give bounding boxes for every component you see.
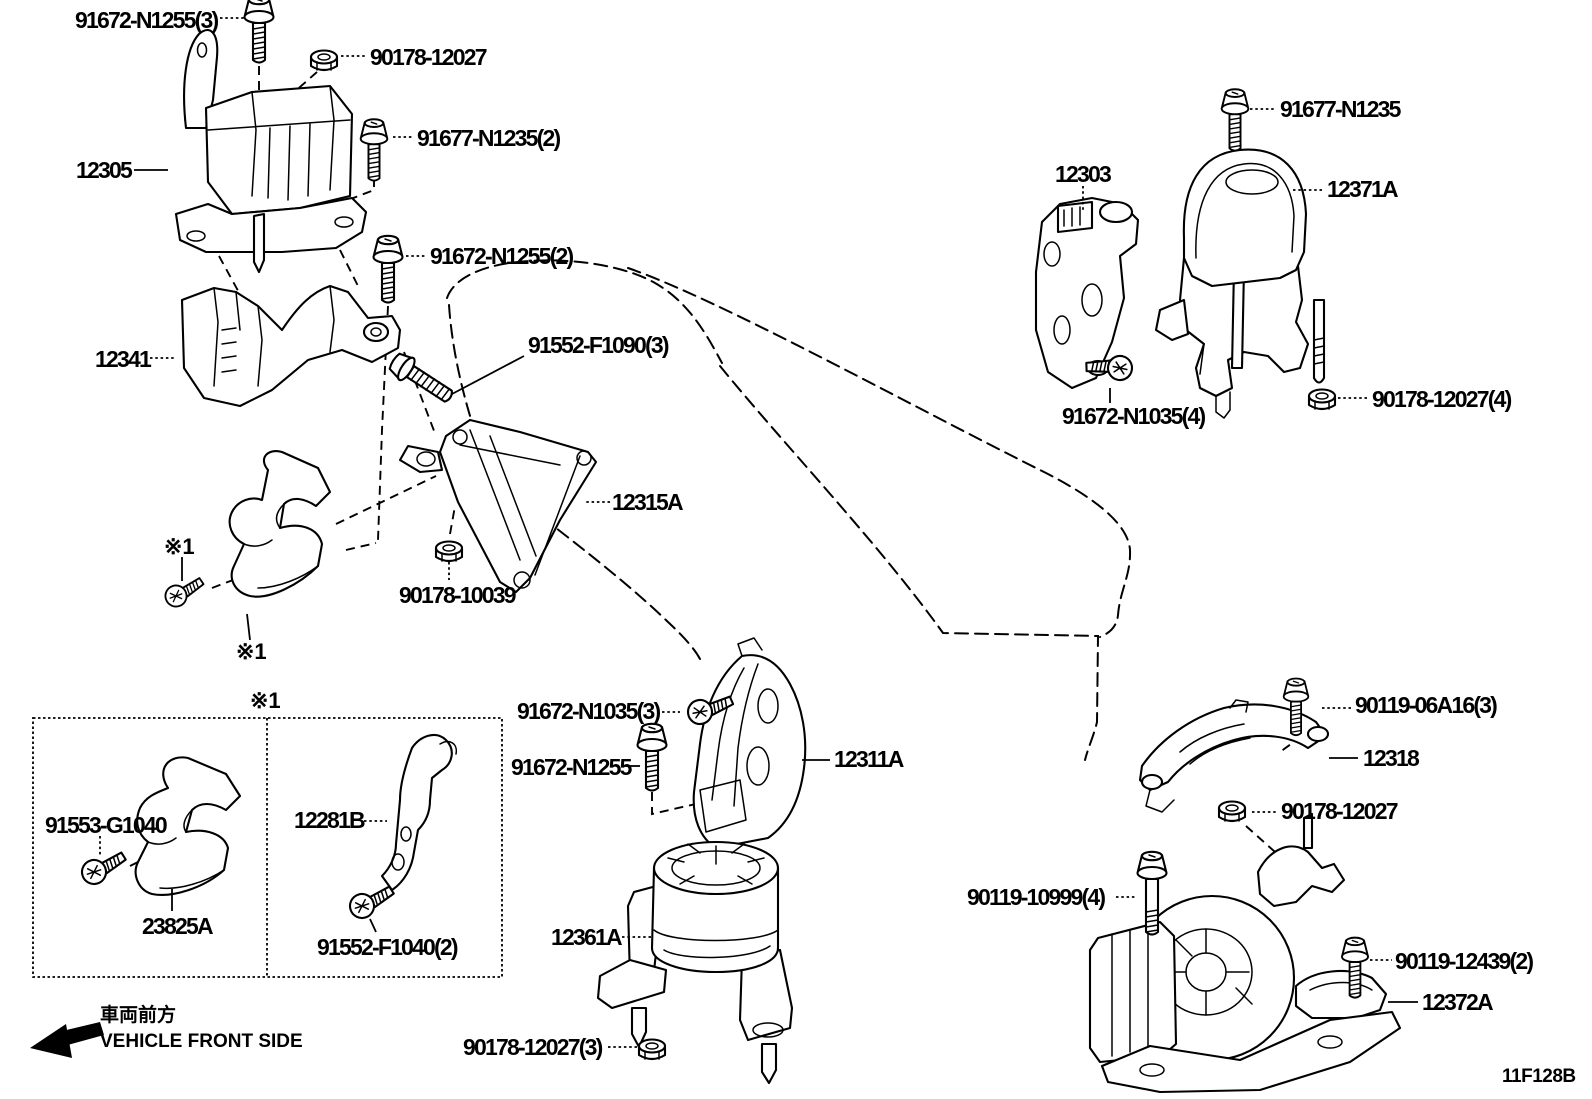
callout-91672-N1255-3: 91672-N1255(3) <box>75 7 219 33</box>
screw-icon <box>77 849 132 889</box>
part-drawing-12371A <box>1154 148 1326 419</box>
callout-91553-G1040: 91553-G1040 <box>45 812 168 838</box>
callout-91672-N1035-3: 91672-N1035(3) <box>517 698 661 724</box>
part-drawing-12341 <box>180 284 402 408</box>
callout-12341: 12341 <box>95 346 152 372</box>
callout-12318: 12318 <box>1363 745 1420 771</box>
callout-91552-F1040-2: 91552-F1040(2) <box>317 934 459 960</box>
bolt-icon <box>372 234 404 304</box>
nut-icon <box>637 1038 667 1061</box>
leader-lines <box>99 17 1418 1048</box>
vehicle-front-label-jp: 車両前方 <box>100 1005 177 1026</box>
part-drawing-12281B <box>380 733 458 892</box>
vehicle-front-label-en: VEHICLE FRONT SIDE <box>100 1031 303 1052</box>
nut-icon <box>1217 800 1247 823</box>
bolt-icon <box>1220 88 1250 152</box>
callout-12303: 12303 <box>1055 161 1112 187</box>
callout-90178-12027-top: 90178-12027 <box>370 44 488 70</box>
callout-90178-10039: 90178-10039 <box>399 582 517 608</box>
callout-91672-N1255-2: 91672-N1255(2) <box>430 243 574 269</box>
callout-90119-10999-4: 90119-10999(4) <box>967 884 1106 910</box>
screw-icon <box>345 883 400 923</box>
vehicle-front-arrow <box>30 1022 104 1058</box>
callout-90178-12027-4: 90178-12027(4) <box>1372 386 1512 412</box>
bolt-icon <box>359 118 389 182</box>
bolt-icon <box>243 0 275 64</box>
engine-outline <box>446 259 1132 761</box>
figure-code: 11F128B <box>1502 1066 1576 1087</box>
ref1-box <box>32 717 503 978</box>
callout-90178-12027-3: 90178-12027(3) <box>463 1034 603 1060</box>
bolt-icon <box>636 722 668 792</box>
part-drawing-12361A <box>596 840 794 1085</box>
part-drawing-23825A <box>134 756 242 896</box>
callout-90119-06A16-3: 90119-06A16(3) <box>1355 692 1498 718</box>
callout-12361A: 12361A <box>551 924 623 950</box>
part-drawing-12372A <box>1088 812 1402 1094</box>
callout-12311A: 12311A <box>834 746 904 772</box>
part-drawing-12305 <box>174 29 368 274</box>
callout-91677-N1235-2: 91677-N1235(2) <box>417 125 561 151</box>
part-drawing-12315A <box>398 418 598 594</box>
callout-90119-12439-2: 90119-12439(2) <box>1395 948 1534 974</box>
callout-12372A: 12372A <box>1422 989 1494 1015</box>
callout-91672-N1035-4: 91672-N1035(4) <box>1062 403 1206 429</box>
callout-12281B: 12281B <box>294 807 366 833</box>
nut-icon <box>1307 388 1337 411</box>
callout-23825A: 23825A <box>142 913 214 939</box>
callout-91677-N1235: 91677-N1235 <box>1280 96 1401 122</box>
ref-marker-2: ※1 <box>236 639 267 664</box>
nut-icon <box>309 49 339 72</box>
callout-91552-F1090-3: 91552-F1090(3) <box>528 332 670 358</box>
callout-12371A: 12371A <box>1327 176 1399 202</box>
part-drawing-12318 <box>1138 699 1330 813</box>
callout-12305: 12305 <box>76 157 133 183</box>
screw-icon <box>161 574 209 611</box>
nut-icon <box>434 540 464 563</box>
part-drawing-insulator-ref1 <box>228 450 332 598</box>
part-drawing-12311A <box>692 637 807 850</box>
callout-12315A: 12315A <box>612 489 684 515</box>
callout-91672-N1255: 91672-N1255 <box>511 754 632 780</box>
ref-marker-box: ※1 <box>250 688 281 713</box>
ref-marker-1: ※1 <box>164 534 195 559</box>
callout-90178-12027-right: 90178-12027 <box>1281 798 1399 824</box>
